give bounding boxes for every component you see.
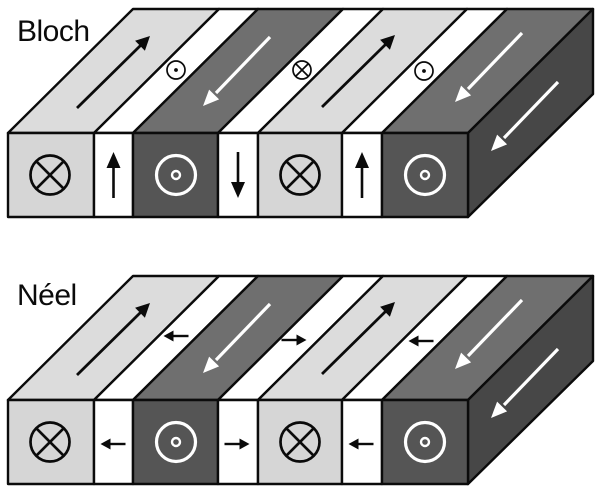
bloch-slab <box>6 7 595 219</box>
neel-label: Néel <box>17 279 77 312</box>
bloch-label: Bloch <box>17 15 90 48</box>
neel-slab <box>6 274 595 486</box>
bloch-diagram: Bloch <box>6 7 595 219</box>
neel-diagram: Néel <box>6 274 595 486</box>
